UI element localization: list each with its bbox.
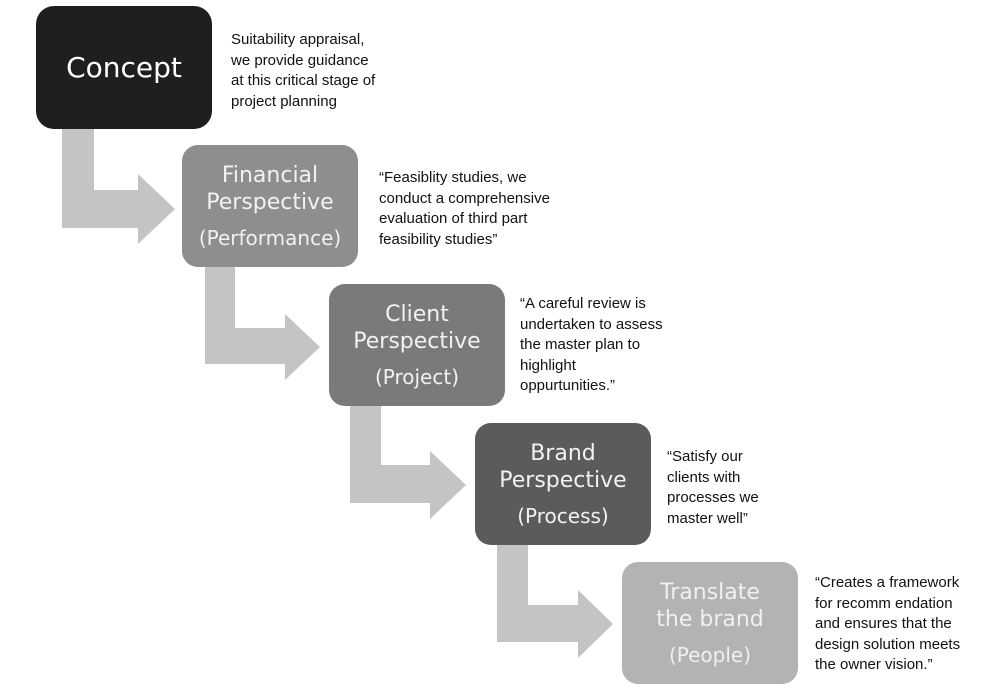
client-perspective-title: Client Perspective xyxy=(353,302,481,354)
client-perspective-subtitle: (Project) xyxy=(374,365,460,389)
financial-perspective-box: Financial Perspective (Performance) xyxy=(182,145,358,267)
brand-perspective-title: Brand Perspective xyxy=(499,441,627,493)
concept-title: Concept xyxy=(66,50,182,84)
financial-perspective-description: “Feasiblity studies, we conduct a compre… xyxy=(379,169,550,248)
translate-brand-title: Translate the brand xyxy=(656,580,764,632)
arrow-client-to-brand xyxy=(350,405,466,519)
financial-perspective-subtitle: (Performance) xyxy=(198,226,342,250)
brand-perspective-subtitle: (Process) xyxy=(517,504,609,528)
translate-brand-description: “Creates a framework for recomm endation… xyxy=(815,574,961,673)
client-perspective-box: Client Perspective (Project) xyxy=(329,284,505,406)
arrow-financial-to-client xyxy=(205,266,320,380)
translate-brand-box: Translate the brand (People) xyxy=(622,562,798,684)
arrow-concept-to-financial xyxy=(62,128,175,244)
client-perspective-description: “A careful review is undertaken to asses… xyxy=(520,295,663,394)
brand-perspective-description: “Satisfy our clients with processes we m… xyxy=(667,448,759,527)
concept-description: Suitability appraisal, we provide guidan… xyxy=(231,31,376,110)
financial-perspective-title: Financial Perspective xyxy=(206,163,334,215)
translate-brand-subtitle: (People) xyxy=(668,643,752,667)
arrow-brand-to-translate xyxy=(497,545,613,658)
brand-perspective-box: Brand Perspective (Process) xyxy=(475,423,651,545)
concept-box: Concept xyxy=(36,6,212,129)
